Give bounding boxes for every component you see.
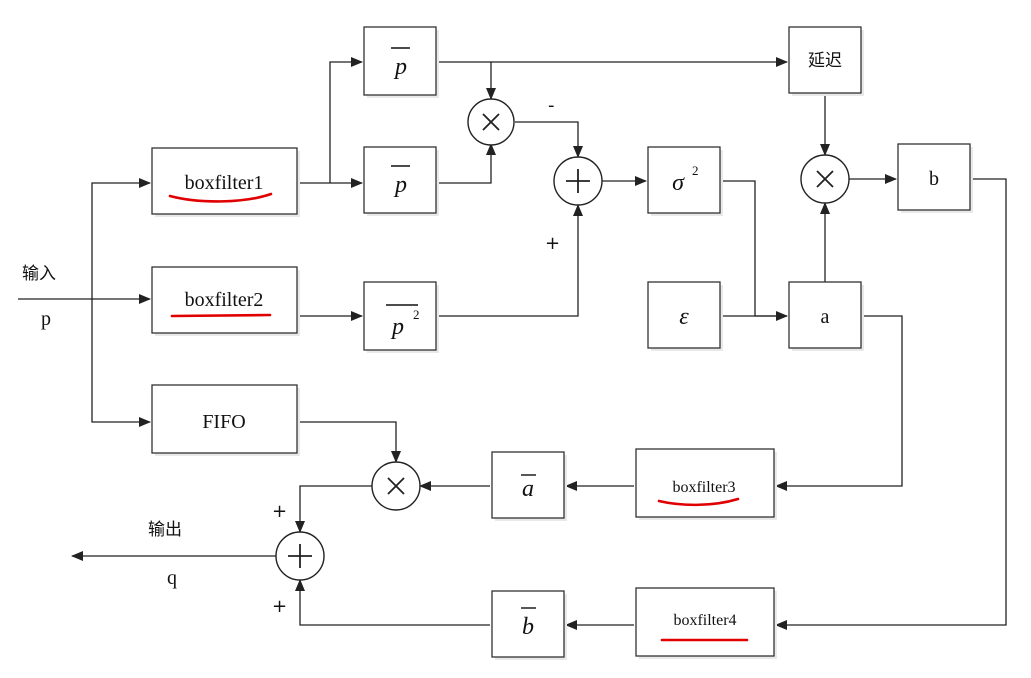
b-label: b [929,168,939,190]
boxfilter1-red-underline [168,192,273,203]
operators [275,98,850,581]
sigma-label: σ [672,170,685,196]
output-label: 输出 [148,520,182,540]
subtract-plus-sign: + [545,233,560,254]
b-mean-block: b [491,590,567,660]
epsilon-block: ε [647,281,723,351]
a-label: a [821,306,830,328]
boxfilter2-block: boxfilter2 [151,266,300,336]
plus-icon [288,544,312,568]
variance-block: σ 2 [647,146,723,216]
boxfilter3-red-underline [657,497,740,507]
multiply-icon [387,477,405,495]
multiply-icon [816,170,834,188]
mult3-to-adder-wire [295,485,372,533]
a-block: a [788,281,864,351]
pmid-to-mult1-wire [438,143,496,184]
boxfilter4-label: boxfilter4 [673,612,736,629]
b-mean-label: b [522,614,534,640]
a-mean-label: a [522,476,534,502]
b-to-boxfilter4-wire [775,178,1007,630]
annotations: - + + + 输入 p 输出 q [22,95,560,617]
adder-plus-bottom-sign: + [272,596,287,617]
multiplier-3 [371,461,421,511]
output-symbol: q [167,567,177,589]
boxfilter1-block: boxfilter1 [151,147,300,217]
epsilon-label: ε [679,304,689,330]
p-squared-mean-block: p 2 [363,281,439,353]
output-adder [275,531,325,581]
boxfilter1-to-ptop-wire [329,57,363,183]
boxfilter4-block: boxfilter4 [635,587,777,659]
p-squared-exponent: 2 [413,307,420,322]
subtractor [553,156,603,206]
p-mean-mid-block: p [363,146,439,216]
multiplier-1 [467,98,515,146]
p2-to-subtractor-wire [438,204,583,317]
p-mean-top-label: p [393,54,407,80]
boxfilter3-block: boxfilter3 [635,448,777,520]
input-to-fifo-wire [91,299,151,427]
boxfilter2-label: boxfilter2 [185,289,264,311]
fifo-to-mult3-wire [298,421,401,463]
bbar-to-adder-wire [295,579,490,626]
input-symbol: p [41,308,51,330]
sigma-to-a-wire [720,180,788,321]
boxfilter1-label: boxfilter1 [185,172,264,194]
delay-label: 延迟 [808,51,842,71]
subtract-minus-sign: - [548,95,555,116]
multiply-icon [482,113,500,131]
sigma-exponent: 2 [692,163,699,178]
connections [18,57,1007,630]
fifo-block: FIFO [151,384,300,456]
delay-block: 延迟 [788,26,864,96]
fifo-label: FIFO [202,411,245,433]
multiplier-2 [800,154,850,204]
a-to-boxfilter3-wire [775,315,903,491]
adder-plus-top-sign: + [272,501,287,522]
b-block: b [897,143,973,213]
plus-icon [566,169,590,193]
p-mean-top-block: p [363,26,439,98]
a-mean-block: a [491,451,567,521]
blocks: boxfilter1 boxfilter2 FIFO p [151,26,973,660]
p-mean-mid-label: p [393,172,407,198]
boxfilter3-label: boxfilter3 [672,479,735,496]
input-to-boxfilter1-wire [91,178,151,299]
input-label: 输入 [22,264,56,284]
boxfilter2-red-underline [170,313,272,318]
p-squared-label: p [390,314,404,340]
mult1-to-subtractor-wire [515,121,583,158]
